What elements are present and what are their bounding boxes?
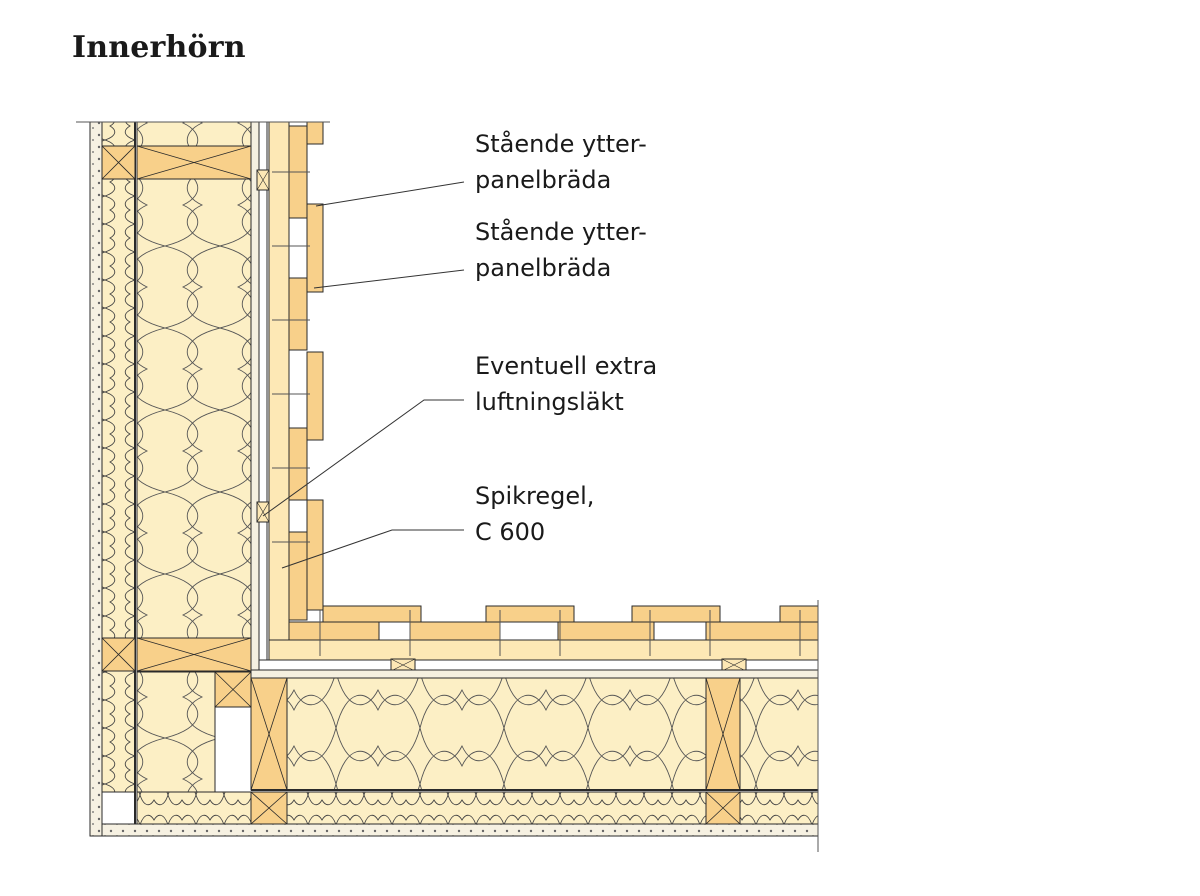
- label-line: Stående ytter-: [475, 130, 647, 158]
- over-board-h2: [485, 605, 575, 623]
- nails-vertical: [272, 171, 310, 543]
- over-board-h4: [779, 605, 819, 623]
- over-board-v3: [306, 351, 324, 441]
- under-board-v2: [288, 277, 308, 351]
- over-board-h1: [322, 605, 422, 623]
- label-line: C 600: [475, 518, 546, 546]
- lower-insulation-vertical: [136, 671, 216, 793]
- label-line: panelbräda: [475, 254, 612, 282]
- air-gap-vertical: [258, 121, 268, 671]
- under-board-h1: [288, 621, 380, 641]
- label-standing-outer-board-1: Stående ytter- panelbräda: [475, 126, 775, 198]
- wind-barrier-vertical: [250, 121, 260, 671]
- nailing-strip-vertical: [268, 121, 290, 643]
- over-board-v2: [306, 203, 324, 293]
- page-title: Innerhörn: [72, 30, 246, 65]
- leader-1: [315, 181, 465, 207]
- main-insulation-vertical: [136, 121, 252, 671]
- over-board-v1: [306, 121, 324, 145]
- nailing-strip-horizontal: [268, 639, 819, 661]
- label-line: luftningsläkt: [475, 388, 624, 416]
- leader-lines: [262, 181, 465, 569]
- service-insulation-vertical: [101, 121, 136, 793]
- nails-horizontal: [319, 610, 801, 656]
- under-board-h2: [409, 621, 501, 641]
- label-line: Spikregel,: [475, 482, 595, 510]
- inner-board-horizontal: [101, 823, 819, 837]
- label-line: panelbräda: [475, 166, 612, 194]
- label-standing-outer-board-2: Stående ytter- panelbräda: [475, 214, 775, 286]
- inner-board-vertical: [89, 121, 103, 837]
- label-nailing-strip: Spikregel, C 600: [475, 478, 775, 550]
- over-board-v4: [306, 499, 324, 611]
- under-board-h3: [557, 621, 655, 641]
- under-board-v4: [288, 531, 308, 621]
- leader-4: [281, 529, 464, 569]
- over-board-h3: [631, 605, 721, 623]
- wind-barrier-horizontal: [250, 669, 819, 679]
- horizontal-wall: [101, 605, 819, 837]
- under-board-h4: [705, 621, 819, 641]
- label-line: Stående ytter-: [475, 218, 647, 246]
- vertical-wall: [89, 121, 324, 837]
- leader-2: [313, 269, 465, 289]
- label-ventilation-batten: Eventuell extra luftningsläkt: [475, 348, 775, 420]
- label-line: Eventuell extra: [475, 352, 658, 380]
- under-board-v3: [288, 427, 308, 501]
- leader-3: [262, 399, 464, 517]
